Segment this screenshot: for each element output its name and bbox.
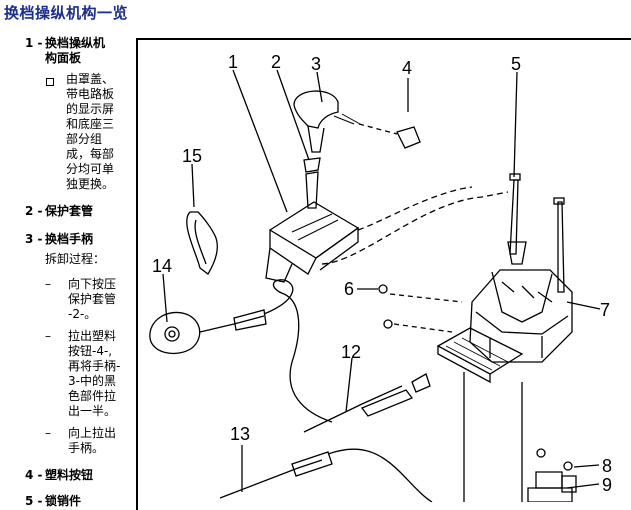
callout-7: 7 (600, 300, 610, 320)
note-line: 部分组 (66, 132, 103, 146)
item-label: 换档操纵机 (45, 36, 106, 50)
step-line: 拉出塑料 (68, 329, 117, 343)
step-line: -2-。 (68, 307, 97, 321)
step-3: 向上拉出 手柄。 (68, 426, 130, 456)
note-line: 带电路板 (66, 87, 115, 101)
item-number: 4 - (25, 468, 43, 482)
item-label: 换档手柄 (45, 232, 94, 246)
item-number: 3 - (25, 232, 43, 246)
callout-3: 3 (311, 54, 321, 74)
item1-note: 由罩盖、 带电路板 的显示屏 和底座三 部分组 成，每部 分均可单 独更换。 (66, 72, 130, 192)
step-2: 拉出塑料 按钮-4-, 再将手柄- 3-中的黑 色部件拉 出一半。 (68, 329, 130, 419)
item-number: 1 - (25, 36, 43, 50)
list-item-3: 3 -换档手柄 (25, 232, 130, 247)
step-1: 向下按压 保护套管 -2-。 (68, 277, 130, 322)
item-number: 2 - (25, 204, 43, 218)
callout-13: 13 (230, 424, 250, 444)
callout-8: 8 (602, 456, 612, 476)
step-line: 按钮-4-, (68, 344, 113, 358)
callout-2: 2 (271, 52, 281, 72)
square-bullet-icon (46, 78, 54, 86)
item-label-cont: 构面板 (45, 51, 82, 65)
callout-12: 12 (341, 342, 361, 362)
step-line: 再将手柄- (68, 359, 121, 373)
item-number: 5 - (25, 494, 43, 508)
step-line: 手柄。 (68, 441, 105, 455)
callout-labels: 1 2 3 4 5 6 7 8 9 12 13 14 15 (152, 52, 612, 495)
list-item-5: 5 -锁销件 (25, 494, 130, 509)
note-line: 成，每部 (66, 147, 115, 161)
callout-1: 1 (228, 52, 238, 72)
callout-15: 15 (182, 146, 202, 166)
step-line: 3-中的黑 (68, 374, 116, 388)
exploded-diagram: 1 2 3 4 5 6 7 8 9 12 13 14 15 (136, 38, 631, 510)
dash-bullet: – (45, 329, 51, 343)
list-item-4: 4 -塑料按钮 (25, 468, 130, 483)
dash-bullet: – (45, 277, 51, 291)
item-label: 锁销件 (45, 494, 82, 508)
list-item-1: 1 -换档操纵机 构面板 (25, 36, 130, 66)
callout-14: 14 (152, 256, 172, 276)
callout-9: 9 (602, 475, 612, 495)
step-line: 色部件拉 (68, 389, 117, 403)
note-line: 的显示屏 (66, 102, 115, 116)
list-item-2: 2 -保护套管 (25, 204, 130, 219)
item-label: 保护套管 (45, 204, 94, 218)
shift-mechanism-drawing: 1 2 3 4 5 6 7 8 9 12 13 14 15 (149, 52, 612, 503)
step-line: 向下按压 (68, 277, 117, 291)
step-line: 向上拉出 (68, 426, 117, 440)
page-title: 换档操纵机构一览 (4, 4, 129, 22)
dash-bullet: – (45, 426, 51, 440)
removal-heading: 拆卸过程： (45, 252, 106, 266)
note-line: 独更换。 (66, 177, 115, 191)
step-line: 出一半。 (68, 404, 117, 418)
callout-5: 5 (511, 54, 521, 74)
step-line: 保护套管 (68, 292, 117, 306)
note-line: 和底座三 (66, 117, 115, 131)
item-label: 塑料按钮 (45, 468, 94, 482)
note-line: 分均可单 (66, 162, 115, 176)
callout-6: 6 (344, 279, 354, 299)
callout-4: 4 (402, 58, 412, 78)
note-line: 由罩盖、 (66, 72, 115, 86)
